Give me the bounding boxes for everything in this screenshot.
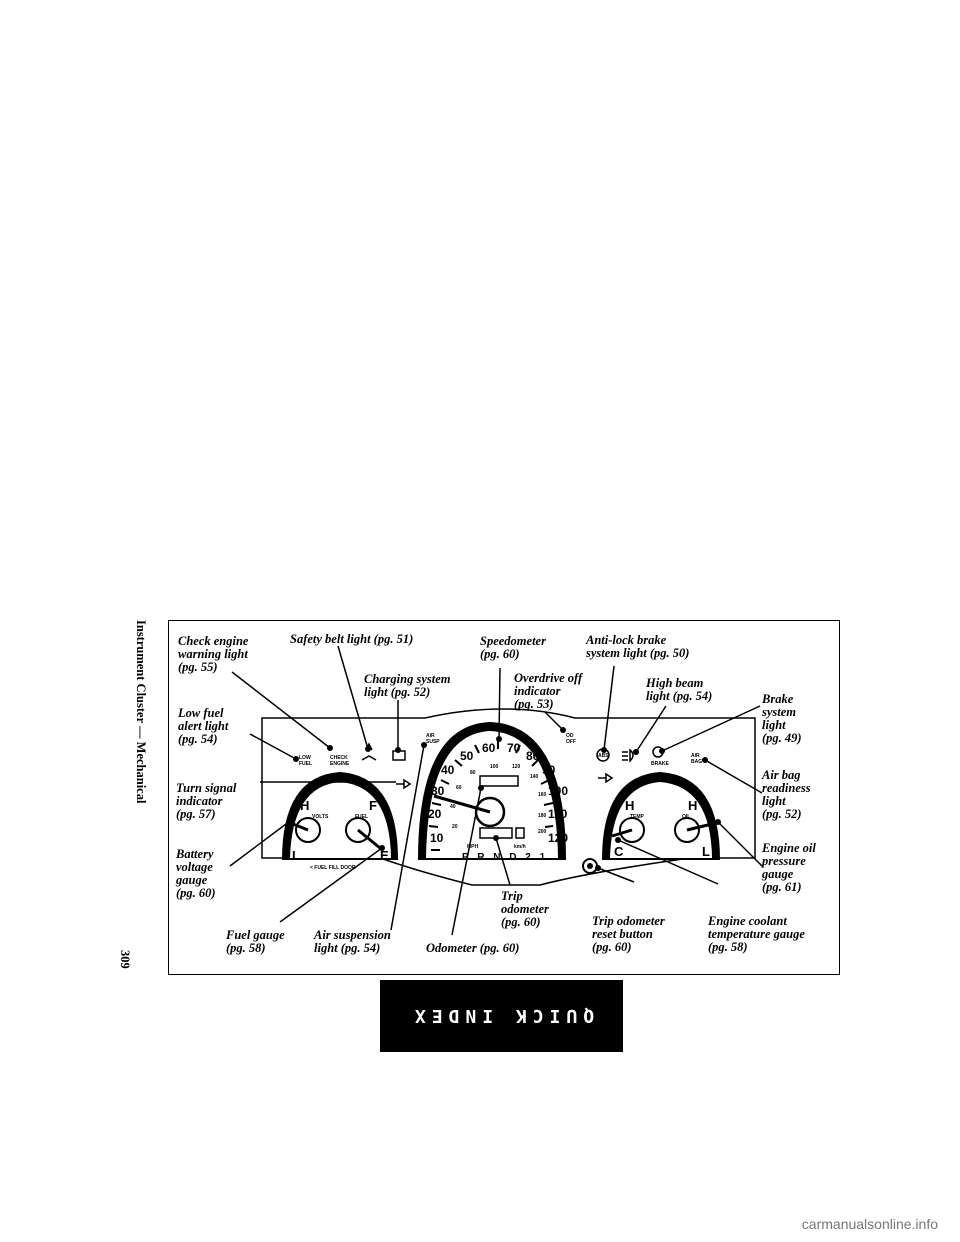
low-fuel-lamp-label-2: FUEL (299, 761, 312, 767)
callout-high-beam: High beam light (pg. 54) (646, 676, 713, 703)
callout-antilock-brake: Anti-lock brake system light (pg. 50) (586, 633, 690, 660)
callout-trip-odometer: Trip odometer (pg. 60) (501, 889, 549, 929)
callout-overdrive-off: Overdrive off indicator (pg. 53) (514, 671, 583, 711)
speedometer-mph-label: 90 (542, 763, 556, 777)
callout-engine-oil: Engine oil pressure gauge (pg. 61) (762, 841, 816, 894)
temp-h-label: H (625, 798, 634, 813)
quick-index-tab[interactable]: QUICK INDEX (380, 980, 623, 1052)
check-engine-lamp-label: CHECK (330, 755, 348, 761)
watermark: carmanualsonline.info (801, 1216, 938, 1232)
right-turn-arrow-icon (598, 772, 614, 784)
speedometer-kmh-label: 120 (512, 764, 521, 770)
abs-lamp-label: ABS (598, 753, 609, 759)
callout-odometer: Odometer (pg. 60) (426, 941, 520, 955)
callout-fuel-gauge: Fuel gauge (pg. 58) (226, 928, 285, 955)
speedometer-kmh-label: 160 (538, 792, 547, 798)
brake-lamp-label: BRAKE (651, 761, 669, 767)
oil-needle (686, 822, 713, 832)
temp-c-label: C (614, 844, 624, 859)
callout-check-engine: Check engine warning light (pg. 55) (178, 634, 249, 674)
callout-speedometer: Speedometer (pg. 60) (480, 634, 546, 661)
callout-trip-reset: Trip odometer reset button (pg. 60) (592, 914, 665, 954)
check-engine-lamp-label-2: ENGINE (330, 761, 350, 767)
speedometer-mph-label: 30 (431, 784, 445, 798)
air-susp-lamp-label: AIR (426, 733, 435, 739)
speedometer-mph-label: 110 (548, 807, 568, 821)
speedometer-kmh-label: 60 (456, 785, 462, 791)
callout-leader-lines (229, 645, 763, 936)
speedometer-kmh-label: 180 (538, 813, 547, 819)
speedometer-needle (433, 794, 491, 814)
volts-h-label: H (300, 798, 309, 813)
low-fuel-lamp-label: LOW (299, 755, 311, 761)
speedometer-mph-label: 70 (507, 741, 521, 755)
right-gauge-pod (602, 772, 720, 860)
fuel-label: FUEL (355, 814, 368, 820)
air-bag-lamp-label-2: BAG (691, 759, 702, 765)
kmh-label: km/h (514, 844, 526, 850)
speedometer-kmh-label: 40 (450, 804, 456, 810)
oil-l-label: L (702, 844, 710, 859)
fuel-e-label: E (380, 848, 389, 863)
speedometer-kmh-label: 200 (538, 829, 547, 835)
fuel-fill-door-label: < FUEL FILL DOOR (310, 865, 356, 871)
figure-frame (168, 620, 840, 975)
speedometer-mph-label: 120 (548, 831, 568, 845)
callout-air-bag: Air bag readiness light (pg. 52) (762, 768, 811, 821)
left-turn-arrow-icon (396, 778, 412, 790)
volts-l-label: L (292, 848, 300, 863)
odometer-window (479, 775, 519, 787)
air-susp-lamp-label-2: SUSP (426, 739, 440, 745)
oil-label: OIL (682, 814, 690, 820)
od-off-lamp-label-2: OFF (566, 739, 576, 745)
speedometer-mph-label: 40 (441, 763, 455, 777)
callout-engine-coolant: Engine coolant temperature gauge (pg. 58… (708, 914, 805, 954)
callout-brake-system: Brake system light (pg. 49) (762, 692, 802, 745)
callout-air-suspension: Air suspension light (pg. 54) (314, 928, 391, 955)
prnd-label: P R N D 2 1 (462, 852, 548, 863)
speedometer-kmh-label: 20 (452, 824, 458, 830)
callout-safety-belt: Safety belt light (pg. 51) (290, 632, 414, 646)
temp-needle (611, 828, 633, 838)
volts-label: VOLTS (312, 814, 329, 820)
speedometer-mph-label: 60 (482, 741, 496, 755)
speedometer-mph-label: 100 (548, 784, 568, 798)
speedometer (418, 722, 566, 860)
fuel-f-label: F (369, 798, 377, 813)
speedometer-mph-label: 10 (430, 831, 444, 845)
callout-low-fuel: Low fuel alert light (pg. 54) (178, 706, 229, 746)
callout-battery-voltage: Battery voltage gauge (pg. 60) (176, 847, 216, 900)
fuel-needle (357, 828, 381, 850)
speedometer-kmh-label: 100 (490, 764, 499, 770)
callout-endpoint-dots (287, 727, 721, 871)
speedometer-kmh-label: 80 (470, 770, 476, 776)
temp-label: TEMP (630, 814, 645, 820)
speedometer-mph-label: 80 (526, 749, 540, 763)
air-bag-lamp-label: AIR (691, 753, 700, 759)
cluster-housing (261, 708, 756, 886)
callout-turn-signal: Turn signal indicator (pg. 57) (176, 781, 237, 821)
speedometer-kmh-label: 140 (530, 774, 539, 780)
speedometer-mph-label: 20 (428, 807, 442, 821)
callout-charging-system: Charging system light (pg. 52) (364, 672, 451, 699)
speedometer-mph-label: 50 (460, 749, 474, 763)
oil-h-label: H (688, 798, 697, 813)
od-off-lamp-label: OD (566, 733, 574, 739)
high-beam-icon (622, 748, 634, 763)
mph-label: MPH (467, 844, 479, 850)
